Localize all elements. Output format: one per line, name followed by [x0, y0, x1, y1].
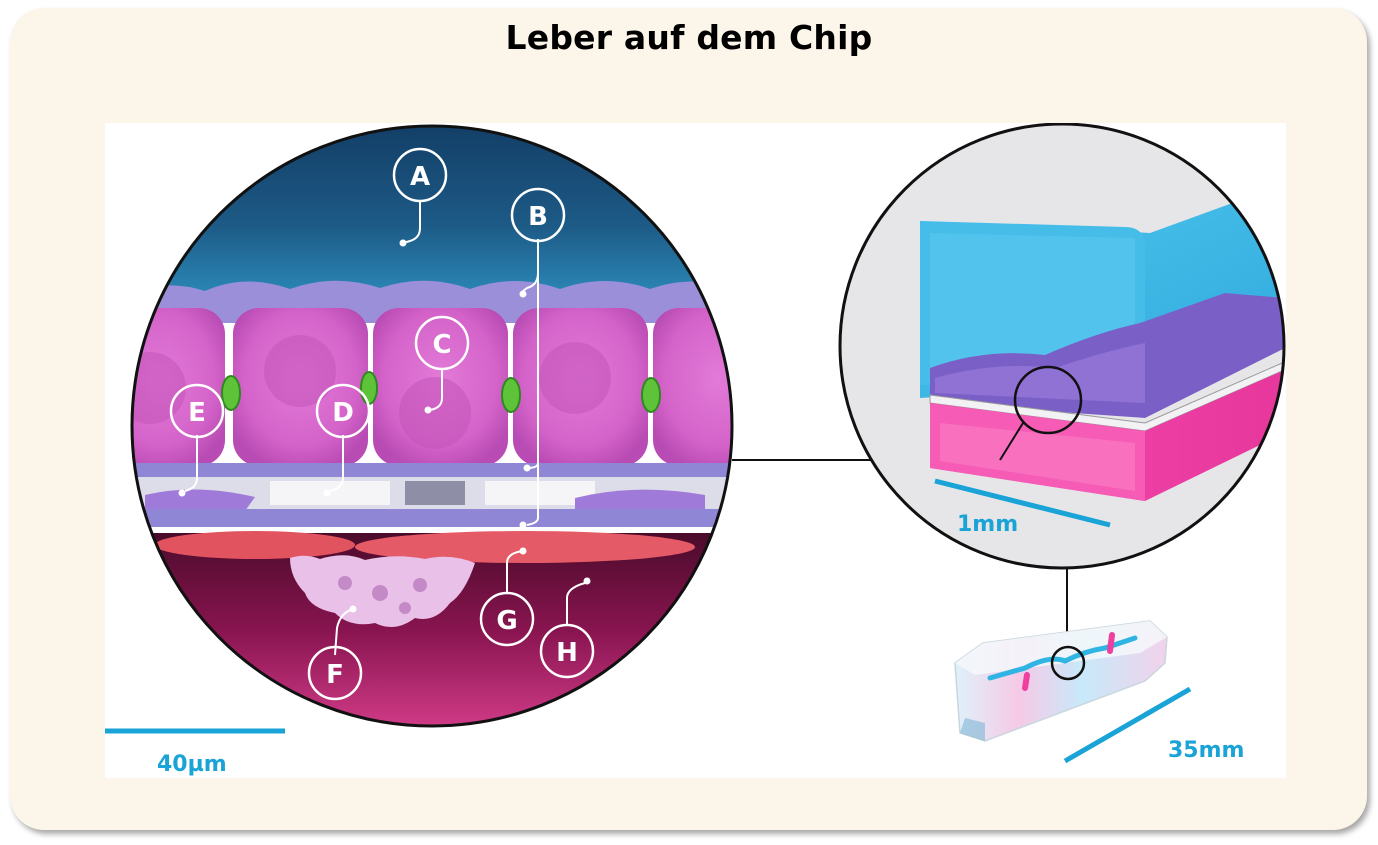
svg-text:D: D: [332, 398, 354, 428]
label-c: C: [414, 315, 470, 371]
bile-canaliculus: [501, 377, 521, 413]
kupffer-texture: [372, 585, 388, 601]
chip-scale-bar: [1063, 686, 1192, 764]
hepatocyte: [653, 308, 732, 466]
page-title: Leber auf dem Chip: [505, 18, 873, 57]
svg-text:E: E: [188, 398, 206, 428]
label-dots: [178, 239, 591, 613]
diagram-panel: A B C D E F G H 40µ: [105, 122, 1286, 778]
channel-scale-label: 1mm: [957, 512, 1018, 537]
magnifier-outline: [130, 124, 734, 728]
label-g: G: [479, 591, 535, 647]
chip-edge: [960, 718, 985, 741]
chip-blue-channel: [987, 635, 1138, 681]
channel-view-outline: [838, 122, 1286, 570]
bile-canaliculus: [360, 371, 378, 405]
svg-text:A: A: [410, 162, 430, 192]
label-d: D: [315, 383, 371, 439]
label-b: B: [510, 187, 566, 243]
svg-text:F: F: [326, 660, 344, 690]
liver-chip-diagram: A B C D E F G H 40µ: [105, 122, 1286, 777]
channel-zoom-line: [999, 422, 1024, 461]
label-a: A: [392, 147, 448, 203]
channel-view: [920, 193, 1284, 501]
chip-zoom-ring: [1050, 645, 1086, 681]
svg-text:G: G: [496, 606, 517, 636]
svg-text:B: B: [528, 202, 548, 232]
chip-scale-label: 35mm: [1168, 738, 1244, 763]
bile-canaliculus: [641, 377, 661, 413]
endothelial-cell: [155, 531, 355, 559]
micro-scale-label: 40µm: [157, 752, 227, 777]
channel-cell-texture: [935, 343, 1145, 403]
label-h: H: [539, 623, 595, 679]
cell-base-layer: [132, 463, 732, 477]
endothelial-layer: [132, 509, 732, 527]
endothelial-cell: [355, 531, 695, 563]
svg-text:C: C: [432, 330, 451, 360]
label-f: F: [307, 645, 363, 701]
cell-nucleus: [539, 342, 611, 414]
bile-canaliculus: [221, 375, 241, 411]
cell-nucleus: [132, 352, 186, 424]
cell-nucleus: [399, 377, 471, 449]
stellate-cell: [145, 489, 255, 511]
kupffer-texture: [338, 576, 352, 590]
channel-zoom-ring: [1013, 365, 1083, 435]
stellate-cell: [575, 489, 705, 513]
membrane-pore: [405, 481, 465, 505]
channel-scale-bar: [934, 478, 1111, 528]
kupffer-texture: [413, 578, 427, 592]
tissue-cross-section: [132, 126, 732, 726]
cell-nucleus: [264, 335, 336, 407]
organ-chip: [954, 620, 1168, 742]
label-e: E: [169, 383, 225, 439]
svg-text:H: H: [556, 638, 578, 668]
bottom-channel-inner: [940, 423, 1135, 491]
upper-channel: [132, 126, 732, 293]
kupffer-texture: [399, 602, 411, 614]
chip-pink-channel: [1022, 632, 1115, 691]
